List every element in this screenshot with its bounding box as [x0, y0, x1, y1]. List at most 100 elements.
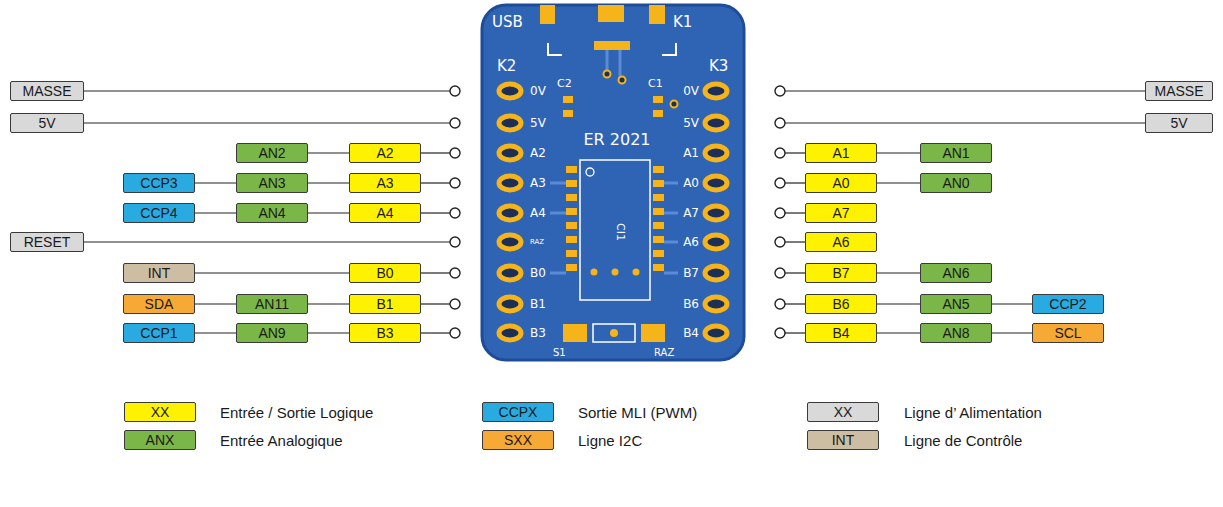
legend-swatch: INT [807, 430, 879, 450]
via [671, 101, 678, 108]
pin-name: AN1 [942, 146, 969, 160]
legend-sample-text: INT [832, 433, 855, 447]
silkscreen-label: B0 [530, 267, 546, 279]
pin-name: CCP4 [140, 206, 177, 220]
smd-pad [566, 236, 577, 243]
smd-pad [566, 166, 577, 173]
legend-text: Entrée Analogique [220, 433, 343, 448]
leader-line [785, 90, 1145, 91]
trace [606, 50, 609, 72]
traces [550, 50, 678, 273]
terminal-circle [450, 268, 460, 278]
pin-label-box: B1 [349, 294, 421, 314]
header-pad [499, 146, 521, 160]
smd-pad [653, 180, 664, 187]
pin-name: CCP2 [1049, 297, 1086, 311]
capacitor-pad [563, 110, 573, 117]
terminal-circle [450, 118, 460, 128]
terminal-circle [450, 148, 460, 158]
header-pad [499, 326, 521, 340]
pin-link-line [992, 332, 1032, 333]
leader-line [421, 152, 450, 153]
pin-name: AN0 [942, 176, 969, 190]
pin-link-line [308, 152, 349, 153]
legend-text: Ligne I2C [578, 433, 642, 448]
smd-pad [566, 208, 577, 215]
leader-line [785, 152, 805, 153]
silkscreen-label: A6 [683, 236, 699, 248]
pin-name: AN4 [258, 206, 285, 220]
legend-sample-text: XX [834, 405, 853, 419]
smd-pad [566, 222, 577, 229]
pin-name: A3 [376, 176, 393, 190]
silkscreen-label: CI1 [615, 223, 626, 241]
header-pad [705, 206, 727, 220]
pin-label-box: A7 [805, 203, 877, 223]
pin-name: B4 [832, 326, 849, 340]
legend-sample-text: SXX [504, 433, 532, 447]
silkscreen-label: 0V [530, 85, 546, 97]
silkscreen-label: B6 [683, 298, 699, 310]
silkscreen-label: B1 [530, 298, 546, 310]
pin-label-box: B6 [805, 294, 877, 314]
smd-pad [566, 250, 577, 257]
leader-line [785, 303, 805, 304]
pin-label-box: A3 [349, 173, 421, 193]
pin-label-box: AN4 [236, 203, 308, 223]
pin-link-line [877, 332, 920, 333]
smd-pad [566, 194, 577, 201]
pin-label-box: A6 [805, 232, 877, 252]
pin-name: A4 [376, 206, 393, 220]
switch-pad [563, 324, 587, 342]
header-pad [705, 176, 727, 190]
leader-line [421, 303, 450, 304]
pin-name: 5V [38, 116, 55, 130]
pin-label-box: RESET [10, 232, 84, 252]
chip-dot [633, 269, 640, 276]
silkscreen-label: A4 [530, 207, 546, 219]
terminal-circle [775, 208, 785, 218]
leader-line [785, 122, 1145, 123]
pin-label-box: B7 [805, 263, 877, 283]
usb-outline [662, 43, 676, 55]
pin-name: B6 [832, 297, 849, 311]
pin-label-box: 5V [10, 113, 84, 133]
header-pad [705, 297, 727, 311]
silkscreen-label: ER 2021 [583, 132, 650, 148]
pin-link-line [877, 152, 920, 153]
pin-name: 5V [1170, 116, 1187, 130]
pin-name: CCP1 [140, 326, 177, 340]
leader-line [84, 90, 450, 91]
terminal-circle [775, 299, 785, 309]
leader-line [785, 272, 805, 273]
trace [550, 272, 566, 275]
legend-sample-text: CCPX [499, 405, 538, 419]
header-pad [499, 206, 521, 220]
leader-line [421, 212, 450, 213]
leader-line [421, 332, 450, 333]
leader-line [785, 332, 805, 333]
chip-marker [586, 168, 594, 176]
header-pad [705, 326, 727, 340]
pin-link-line [195, 182, 236, 183]
legend-swatch: SXX [482, 430, 554, 450]
pin-label-box: AN9 [236, 323, 308, 343]
header-pad [705, 146, 727, 160]
pin-name: CCP3 [140, 176, 177, 190]
usb-pad [598, 5, 624, 22]
trace [664, 272, 678, 275]
pin-label-box: AN8 [920, 323, 992, 343]
silkscreen-label: USB [492, 15, 523, 30]
silkscreen-label: B4 [683, 327, 699, 339]
header-pad [499, 84, 521, 98]
pin-label-box: MASSE [1145, 81, 1213, 101]
pin-name: A1 [832, 146, 849, 160]
pin-link-line [308, 182, 349, 183]
legend-swatch: XX [124, 402, 196, 422]
legend-text: Sortie MLI (PWM) [578, 405, 697, 420]
switch-outline [593, 324, 635, 342]
pin-name: RESET [24, 235, 71, 249]
leader-line [785, 182, 805, 183]
smd-pad [653, 264, 664, 271]
